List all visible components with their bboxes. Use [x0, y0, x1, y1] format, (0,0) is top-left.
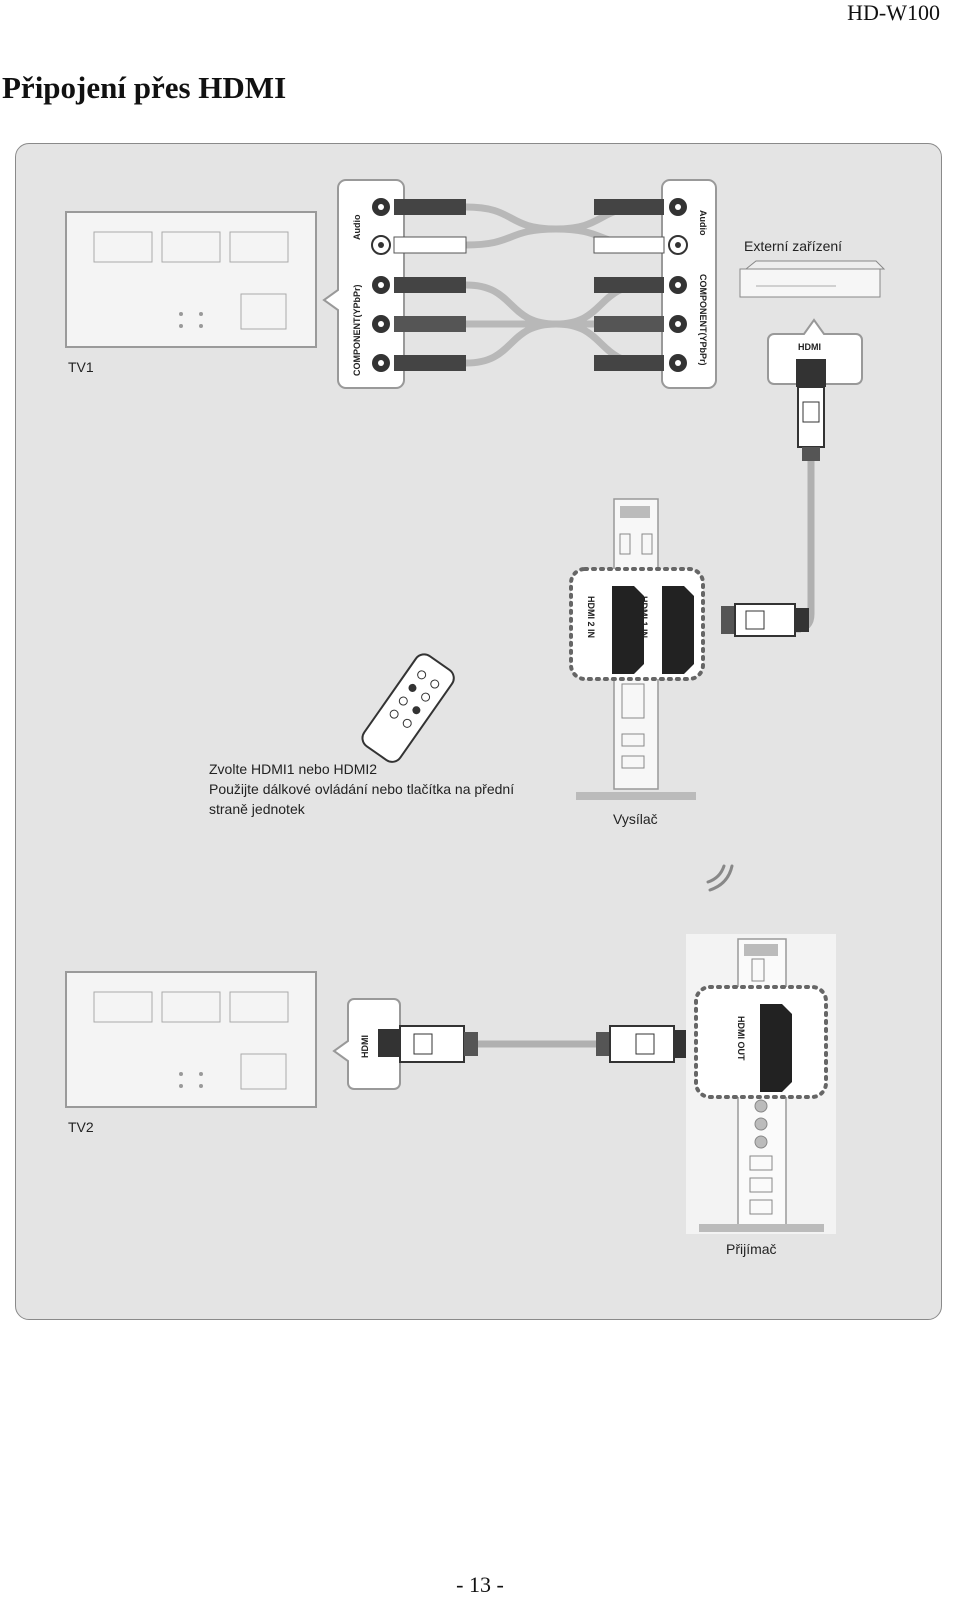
remote-control-illustration [361, 653, 455, 763]
connection-diagram: TV1 Audio COMPONENT(YPbPr) Audio COMPONE… [15, 143, 942, 1320]
transmitter-port-hdmi1: HDMI 1 IN [639, 596, 649, 638]
tv1-illustration [65, 211, 317, 348]
tv1-port-callout [322, 179, 405, 389]
hdmi-port-callout-top [767, 318, 863, 385]
transmitter-port-hdmi2: HDMI 2 IN [586, 596, 596, 638]
page-title: Připojení přes HDMI [2, 70, 287, 105]
tv2-hdmi-callout [332, 998, 401, 1090]
instruction-line-2: Použijte dálkové ovládání nebo tlačítka … [209, 781, 514, 797]
tv2-illustration [65, 971, 317, 1108]
external-device-illustration [739, 260, 886, 298]
receiver-label: Přijímač [726, 1241, 777, 1257]
external-device-label: Externí zařízení [744, 238, 842, 254]
transmitter-label: Vysílač [613, 811, 658, 827]
rca-plugs-left [393, 199, 467, 371]
transmitter-hdmi-ports-callout [569, 567, 705, 681]
hdmi-cable-top [795, 461, 815, 633]
wireless-signal-icon [706, 864, 734, 892]
page-number: - 13 - [456, 1572, 504, 1597]
instruction-line-3: straně jednotek [209, 801, 306, 817]
hdmi-plug-vertical [796, 359, 826, 461]
component-label-right: COMPONENT(YPbPr) [698, 274, 708, 366]
receiver-hdmi-port-callout [694, 985, 828, 1099]
hdmi-plug-horizontal-transmitter [721, 603, 809, 637]
tv1-label: TV1 [68, 359, 94, 375]
component-label-left: COMPONENT(YPbPr) [352, 284, 362, 376]
rca-plugs-right [593, 199, 665, 371]
tv2-label: TV2 [68, 1119, 94, 1135]
audio-label-left: Audio [352, 214, 362, 240]
audio-label-right: Audio [698, 210, 708, 236]
instruction-line-1: Zvolte HDMI1 nebo HDMI2 [209, 761, 377, 777]
model-header: HD-W100 [847, 0, 940, 25]
hdmi-label-tv2: HDMI [360, 1035, 370, 1058]
hdmi-label-top: HDMI [798, 342, 821, 352]
receiver-port-hdmi-out: HDMI OUT [736, 1016, 746, 1061]
external-device-port-callout [661, 179, 717, 389]
hdmi-cable-tv2-receiver [399, 1025, 688, 1063]
